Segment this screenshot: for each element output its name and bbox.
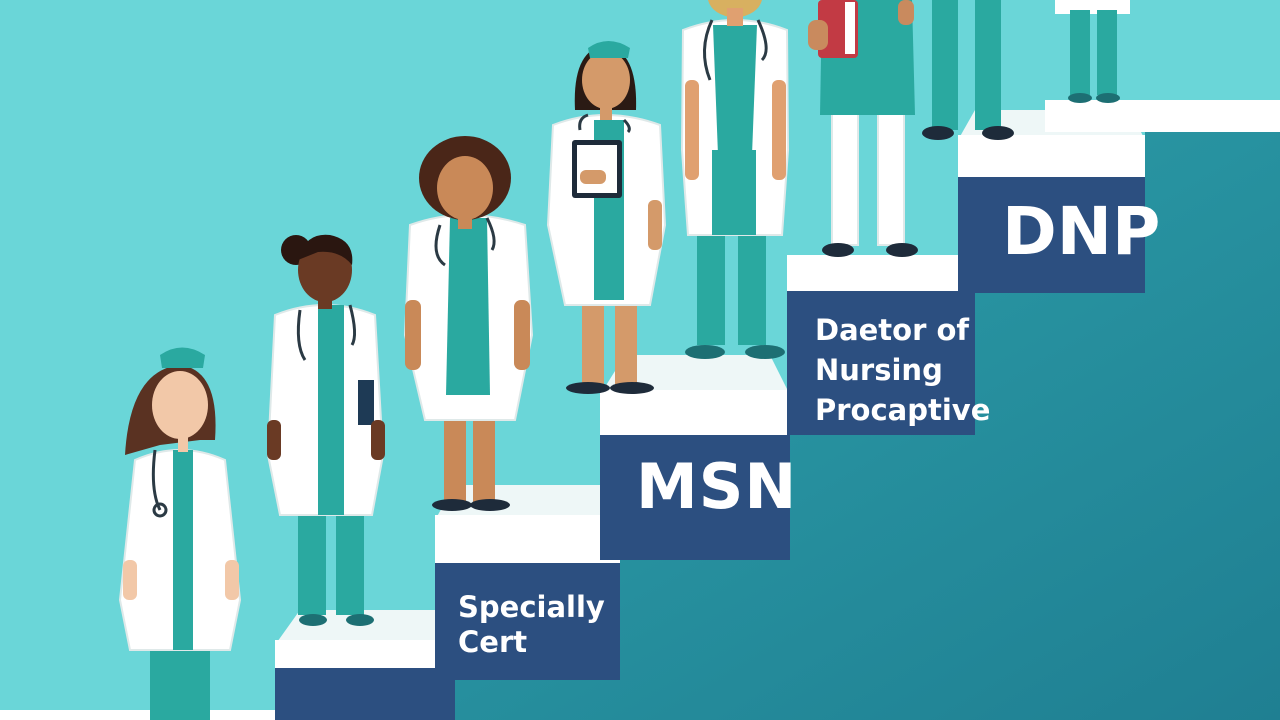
nurse-figure-4 xyxy=(546,41,667,394)
step-label-line: Nursing xyxy=(815,353,943,388)
step-label-line: Procaptive xyxy=(815,393,991,428)
step-3 xyxy=(600,355,790,560)
step-label-line: MSN xyxy=(636,450,798,523)
step-label-line: Cert xyxy=(458,625,528,660)
nurse-figure-5 xyxy=(680,0,790,359)
step-label-specialty-cert: Specially Cert xyxy=(458,590,605,661)
nurse-figure-3 xyxy=(403,136,534,511)
nurse-figure-6 xyxy=(808,0,918,257)
step-5 xyxy=(958,110,1145,293)
step-label-line: DNP xyxy=(1002,193,1161,270)
step-6 xyxy=(1045,100,1280,132)
step-4 xyxy=(787,255,975,435)
step-label-line: Specially xyxy=(458,590,605,624)
step-label-dnp: DNP xyxy=(1002,199,1160,265)
step-label-line: Daetor of xyxy=(815,313,970,347)
nurse-figure-2 xyxy=(266,234,385,626)
nurse-figure-1 xyxy=(118,347,242,720)
nurse-figure-7 xyxy=(922,0,1014,140)
nurse-figure-8 xyxy=(1055,0,1130,103)
floor xyxy=(0,710,275,720)
step-1 xyxy=(275,610,455,720)
step-label-msn: MSN xyxy=(636,456,797,518)
step-label-doctor-of-nursing: Daetor of Nursing Procaptive xyxy=(815,310,990,430)
